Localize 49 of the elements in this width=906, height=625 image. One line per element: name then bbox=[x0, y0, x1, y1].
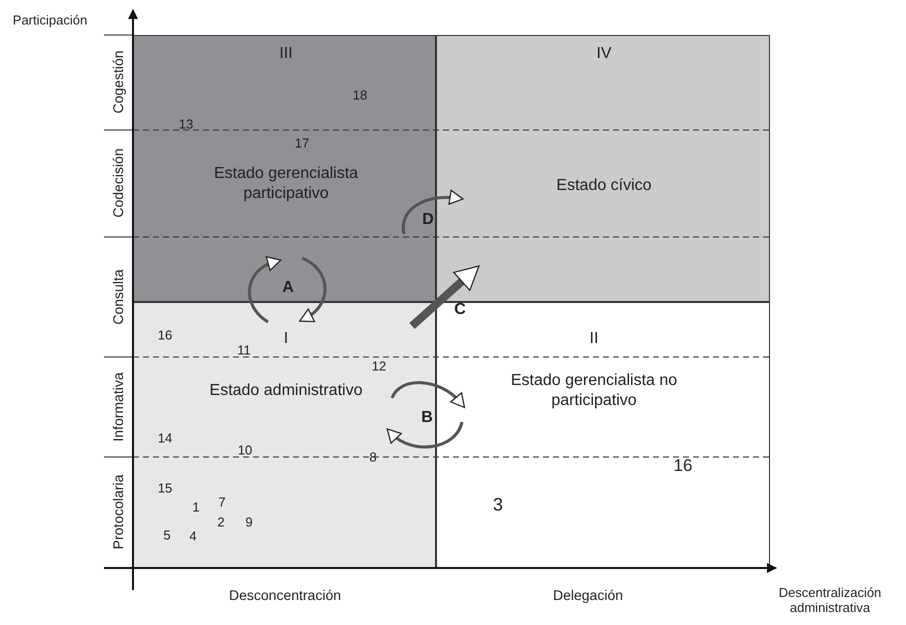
data-number: 9 bbox=[245, 514, 253, 530]
data-number: 18 bbox=[352, 88, 368, 102]
data-number: 16 bbox=[158, 328, 172, 342]
data-number: 5 bbox=[163, 528, 171, 542]
quadrant-title: Estado gerencialista no participativo bbox=[510, 371, 678, 411]
quadrant-title: Estado gerencialista participativo bbox=[212, 164, 360, 204]
edge-label: B bbox=[421, 409, 433, 427]
quadrant-panel bbox=[436, 302, 770, 568]
data-number: 2 bbox=[217, 514, 225, 530]
data-number: 1 bbox=[192, 500, 200, 514]
arrow bbox=[390, 381, 466, 408]
quadrant-panel bbox=[133, 302, 436, 568]
data-number: 14 bbox=[158, 430, 172, 446]
quadrant-title: Estado cívico bbox=[555, 176, 653, 196]
axis-category-label: Desconcentración bbox=[228, 587, 342, 603]
axis-title: Participación bbox=[12, 12, 88, 28]
axis-title: Descentralización administrativa bbox=[778, 585, 882, 615]
edge-label: A bbox=[282, 279, 294, 297]
edge-label: C bbox=[454, 301, 466, 319]
arrow bbox=[409, 265, 480, 329]
data-number: 3 bbox=[493, 494, 503, 516]
quadrant-number: I bbox=[284, 330, 288, 348]
arrow bbox=[386, 422, 464, 448]
data-number: 16 bbox=[674, 456, 692, 476]
data-number: 10 bbox=[238, 442, 252, 458]
quadrant-number: III bbox=[279, 45, 293, 63]
data-number: 11 bbox=[237, 342, 251, 358]
quadrant-panel bbox=[436, 35, 770, 302]
arrow bbox=[248, 256, 282, 324]
data-number: 8 bbox=[369, 450, 377, 464]
quadrant-number: II bbox=[590, 330, 598, 348]
quadrant-panel bbox=[133, 35, 436, 302]
quadrant-number: IV bbox=[596, 45, 612, 63]
data-number: 13 bbox=[178, 116, 194, 132]
category-label: Protocolaria bbox=[110, 474, 126, 550]
data-number: 12 bbox=[372, 358, 386, 374]
data-number: 4 bbox=[189, 528, 197, 544]
category-label: Codecisión bbox=[110, 148, 126, 218]
arrow bbox=[402, 190, 464, 234]
edge-label: D bbox=[422, 211, 434, 229]
data-number: 7 bbox=[218, 494, 226, 510]
category-label: Informativa bbox=[110, 372, 126, 442]
category-label: Cogestión bbox=[110, 50, 126, 114]
arrow bbox=[299, 256, 326, 322]
data-number: 15 bbox=[158, 480, 172, 496]
axis-category-label: Delegación bbox=[552, 587, 624, 603]
category-label: Consulta bbox=[110, 269, 126, 325]
quadrant-title: Estado administrativo bbox=[208, 381, 364, 401]
data-number: 17 bbox=[294, 136, 310, 150]
